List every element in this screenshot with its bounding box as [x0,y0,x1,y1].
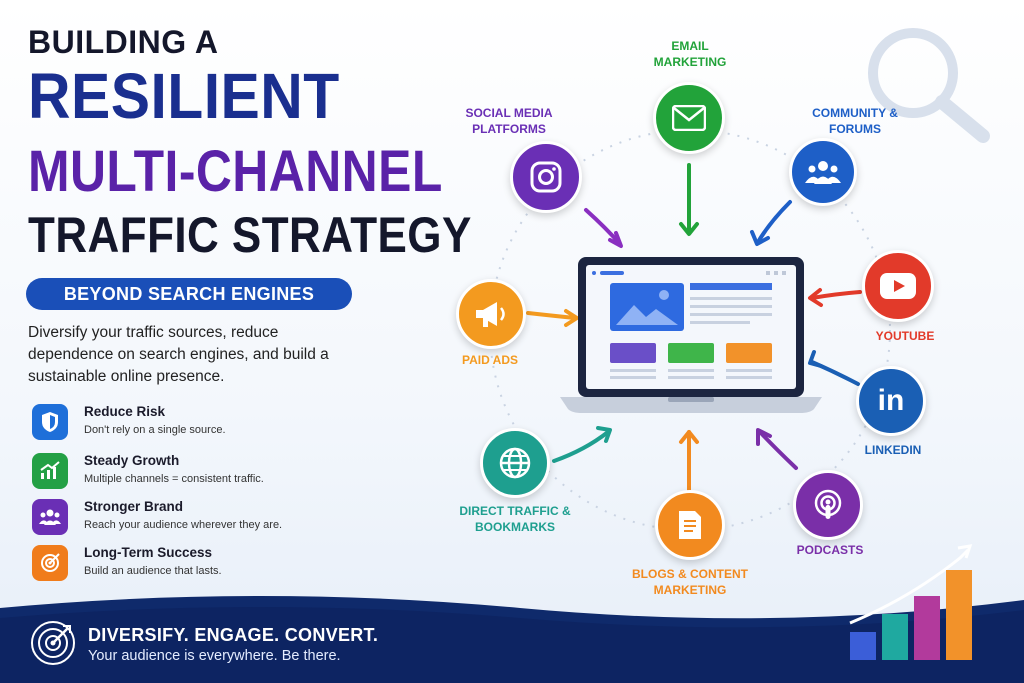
people-icon [32,499,68,535]
email-marketing-node [653,82,725,154]
title-line-3: MULTI-CHANNEL [28,139,443,204]
linkedin-icon: in [877,384,905,417]
title-line-4: TRAFFIC STRATEGY [28,207,472,263]
direct-traffic-label: DIRECT TRAFFIC & BOOKMARKS [459,504,571,534]
email-marketing-label: EMAIL MARKETING [653,39,727,69]
social-media-label: SOCIAL MEDIA PLATFORMS [465,106,553,136]
linkedin-label: LINKEDIN [864,443,922,457]
benefit-stronger-brand: Stronger Brand Reach your audience where… [32,497,312,537]
footer-tagline: DIVERSIFY. ENGAGE. CONVERT. [88,625,379,645]
globe-icon [499,447,531,479]
paid-ads-label: PAID ADS [461,353,518,367]
envelope-icon [672,105,706,131]
instagram-icon [530,161,562,193]
benefit-title: Steady Growth [84,453,180,468]
growth-chart-icon [32,453,68,489]
magnifier-watermark-icon [868,28,990,143]
benefit-reduce-risk: Reduce Risk Don't rely on a single sourc… [32,402,312,442]
footer-banner [0,596,1024,683]
benefit-title: Stronger Brand [84,499,184,514]
target-arrow-icon [31,621,75,665]
title-line-2: RESILIENT [28,60,340,132]
paid-ads-node [456,279,526,349]
benefit-desc: Reach your audience wherever they are. [84,519,283,531]
direct-traffic-node [480,428,550,498]
benefit-steady-growth: Steady Growth Multiple channels = consis… [32,451,312,491]
growth-bars-illustration [849,544,973,660]
footer-subline: Your audience is everywhere. Be there. [88,648,341,664]
blogs-content-node [655,490,725,560]
target-icon [32,545,68,581]
group-icon [805,161,841,184]
social-media-node [510,141,582,213]
document-icon [679,511,701,539]
linkedin-node: in [856,366,926,436]
play-icon [880,273,916,299]
podcast-icon [814,489,842,519]
podcasts-node [793,470,863,540]
title-line-1: BUILDING A [28,24,219,60]
benefit-title: Long-Term Success [84,545,213,560]
megaphone-icon [476,302,505,327]
shield-icon [32,404,68,440]
youtube-node [862,250,934,322]
benefit-desc: Build an audience that lasts. [84,565,222,577]
intro-text: Diversify your traffic sources, reduce d… [28,324,329,385]
laptop-illustration [560,257,822,413]
benefit-desc: Multiple channels = consistent traffic. [84,473,264,485]
subtitle-pill: BEYOND SEARCH ENGINES [26,278,352,310]
benefit-desc: Don't rely on a single source. [84,424,226,436]
benefit-title: Reduce Risk [84,404,166,419]
community-forums-node [789,138,857,206]
blogs-content-label: BLOGS & CONTENT MARKETING [632,567,748,597]
podcasts-label: PODCASTS [796,543,864,557]
community-forums-label: COMMUNITY & FORUMS [812,106,898,136]
youtube-label: YOUTUBE [875,329,935,343]
benefit-long-term-success: Long-Term Success Build an audience that… [32,543,312,583]
